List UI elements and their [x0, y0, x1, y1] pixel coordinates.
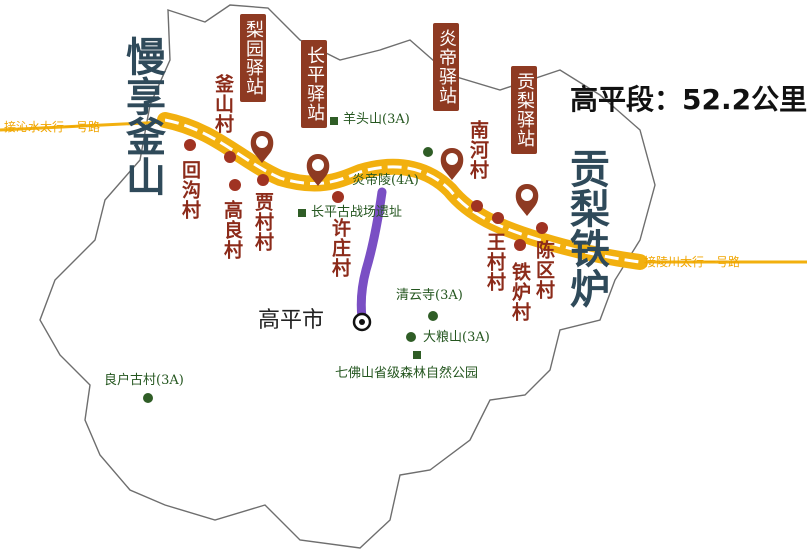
- road-label-right: 接陵川太行一号路: [644, 255, 741, 269]
- village-dot-xuzhuang[interactable]: [332, 191, 344, 203]
- station-pin-liyuan[interactable]: [250, 131, 274, 163]
- village-label-wangcun: 王村村: [484, 232, 506, 292]
- scenic-marker-qifoshan[interactable]: [413, 351, 421, 359]
- scenic-label-lianghu: 良户古村(3A): [104, 373, 184, 388]
- station-label-liyuan[interactable]: 梨园驿站: [240, 14, 266, 102]
- road-left-extension: [0, 120, 166, 132]
- title-right: 贡梨铁炉: [563, 148, 610, 308]
- station-pin-changping[interactable]: [306, 154, 330, 186]
- scenic-label-daliangshan: 大粮山(3A): [423, 330, 490, 345]
- city-marker-core: [359, 319, 365, 325]
- scenic-marker-daliangshan[interactable]: [406, 332, 416, 342]
- village-label-gaoliang: 高良村: [221, 200, 243, 260]
- scenic-label-yangtoushan: 羊头山(3A): [343, 112, 410, 127]
- scenic-marker-qingyunsi[interactable]: [428, 311, 438, 321]
- river: [356, 187, 387, 323]
- village-dot-tielu[interactable]: [514, 239, 526, 251]
- scenic-marker-yandiling[interactable]: [423, 147, 433, 157]
- village-dot-nanhe[interactable]: [471, 200, 483, 212]
- village-dot-fushan[interactable]: [224, 151, 236, 163]
- station-pin-yandi[interactable]: [440, 148, 464, 180]
- scenic-label-qifoshan: 七佛山省级森林自然公园: [335, 366, 479, 381]
- station-label-yandi[interactable]: 炎帝驿站: [433, 23, 459, 111]
- village-label-tielu: 铁炉村: [509, 262, 531, 322]
- village-label-nanhe: 南河村: [467, 120, 489, 180]
- scenic-marker-lianghu[interactable]: [143, 393, 153, 403]
- village-label-huigou: 回沟村: [179, 160, 201, 220]
- scenic-marker-yangtoushan[interactable]: [330, 117, 338, 125]
- village-dot-jiacun[interactable]: [257, 174, 269, 186]
- route-stripe: [164, 118, 641, 264]
- city-label: 高平市: [258, 308, 325, 333]
- station-pin-gongli[interactable]: [515, 184, 539, 216]
- station-label-gongli[interactable]: 贡梨驿站: [511, 66, 537, 154]
- village-label-chenqu: 陈区村: [533, 240, 555, 300]
- scenic-marker-changping-battlefield[interactable]: [298, 209, 306, 217]
- village-dot-huigou[interactable]: [184, 139, 196, 151]
- scenic-label-changping-battlefield: 长平古战场遗址: [311, 205, 403, 220]
- title-left: 慢享釜山: [119, 36, 166, 196]
- village-label-xuzhuang: 许庄村: [329, 218, 351, 278]
- scenic-label-qingyunsi: 清云寺(3A): [396, 288, 463, 303]
- village-dot-wangcun[interactable]: [492, 212, 504, 224]
- village-dot-chenqu[interactable]: [536, 222, 548, 234]
- station-label-changping[interactable]: 长平驿站: [301, 40, 327, 128]
- scenic-label-yandiling: 炎帝陵(4A): [352, 173, 419, 188]
- village-dot-gaoliang[interactable]: [229, 179, 241, 191]
- distance-label: 高平段：52.2公里: [570, 83, 807, 116]
- road-label-left: 接沁水太行一号路: [4, 120, 101, 134]
- village-label-fushan: 釜山村: [212, 74, 234, 134]
- village-label-jiacun: 贾村村: [252, 192, 274, 252]
